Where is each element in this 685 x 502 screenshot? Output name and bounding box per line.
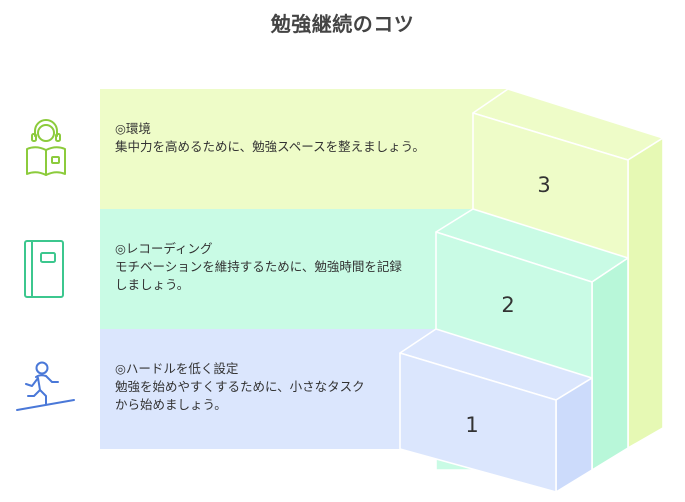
step-text-3: ◎環境 集中力を高めるために、勉強スペースを整えましょう。	[115, 120, 445, 156]
step-heading-2: ◎レコーディング	[115, 241, 213, 256]
page-title: 勉強継続のコツ	[270, 12, 415, 36]
step-text-1: ◎ハードルを低く設定 勉強を始めやすくするために、小さなタスクから始めましょう。	[115, 360, 375, 414]
band-step-2	[100, 209, 473, 329]
step-heading-3: ◎環境	[115, 121, 151, 136]
step-number-2: 2	[501, 293, 515, 317]
step-body-1: 勉強を始めやすくするために、小さなタスクから始めましょう。	[115, 379, 365, 412]
step-body-3: 集中力を高めるために、勉強スペースを整えましょう。	[115, 139, 425, 154]
step-text-2: ◎レコーディング モチベーションを維持するために、勉強時間を記録しましょう。	[115, 240, 405, 294]
notebook-icon	[24, 240, 64, 298]
band-step-1	[100, 329, 436, 449]
step-number-3: 3	[537, 173, 551, 197]
climbing-person-icon	[16, 361, 75, 411]
step-heading-1: ◎ハードルを低く設定	[115, 361, 239, 376]
step-body-2: モチベーションを維持するために、勉強時間を記録しましょう。	[115, 259, 402, 292]
student-reading-icon	[26, 119, 66, 176]
band-step-3	[100, 89, 508, 209]
step-block-1	[399, 328, 593, 493]
step-number-1: 1	[465, 413, 479, 437]
